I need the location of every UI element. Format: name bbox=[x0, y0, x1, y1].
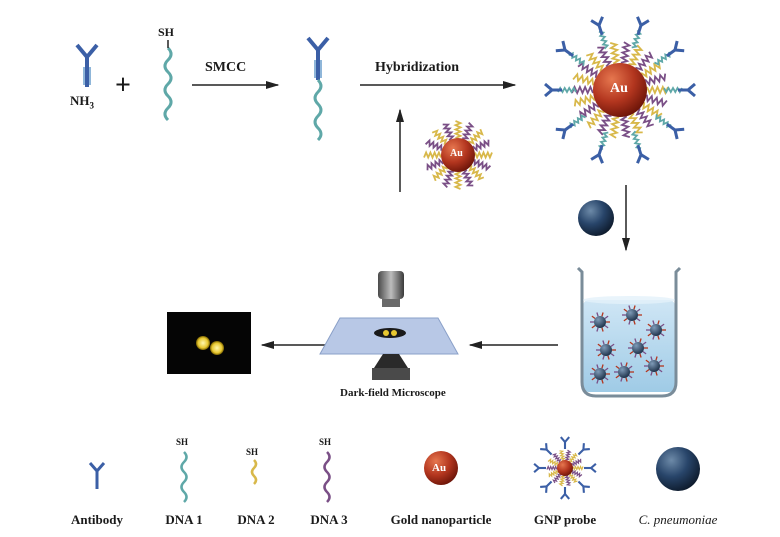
plus-sign: + bbox=[115, 70, 131, 101]
legend-gold-nanoparticle-icon bbox=[424, 451, 458, 485]
legend-dna3-icon bbox=[323, 451, 331, 503]
bacterium-single bbox=[578, 200, 614, 236]
smcc-label: SMCC bbox=[205, 60, 247, 75]
legend-label-c-pneumoniae: C. pneumoniae bbox=[638, 512, 718, 527]
legend-label-dna3: DNA 3 bbox=[310, 512, 348, 527]
legend-antibody-icon bbox=[88, 462, 106, 489]
dna1-strand bbox=[163, 46, 173, 122]
legend-au-label: Au bbox=[432, 462, 447, 474]
legend-dna1-icon bbox=[180, 451, 188, 503]
legend-sh-dna1: SH bbox=[176, 437, 189, 447]
legend-label-dna1: DNA 1 bbox=[165, 512, 203, 527]
beaker bbox=[576, 266, 682, 398]
gnp-probe-large bbox=[544, 16, 696, 164]
antibody-large bbox=[75, 43, 99, 87]
legend-label-gnp-probe: GNP probe bbox=[533, 512, 597, 527]
legend-sh-dna2: SH bbox=[246, 447, 259, 457]
legend-sh-dna3: SH bbox=[319, 437, 332, 447]
legend-label-antibody: Antibody bbox=[70, 512, 124, 527]
microscope-label: Dark-field Microscope bbox=[340, 387, 446, 399]
microscope bbox=[319, 271, 459, 380]
nh3-label: NH3 bbox=[70, 93, 94, 111]
dna1-conjugate-strand bbox=[313, 78, 323, 142]
legend-label-gold-nanoparticle: Gold nanoparticle bbox=[390, 512, 492, 527]
legend-bacterium-icon bbox=[656, 447, 700, 491]
au-label-small: Au bbox=[450, 148, 463, 159]
legend-label-dna2: DNA 2 bbox=[237, 512, 275, 527]
au-label-large: Au bbox=[610, 81, 628, 96]
sh-label: SH bbox=[158, 25, 175, 39]
antibody-conjugate bbox=[306, 36, 330, 80]
hybridization-label: Hybridization bbox=[375, 60, 460, 75]
gold-nanoparticle-small bbox=[423, 120, 493, 190]
legend-gnp-probe-icon bbox=[533, 436, 597, 500]
darkfield-spots bbox=[196, 336, 224, 355]
legend-dna2-icon bbox=[250, 459, 258, 485]
